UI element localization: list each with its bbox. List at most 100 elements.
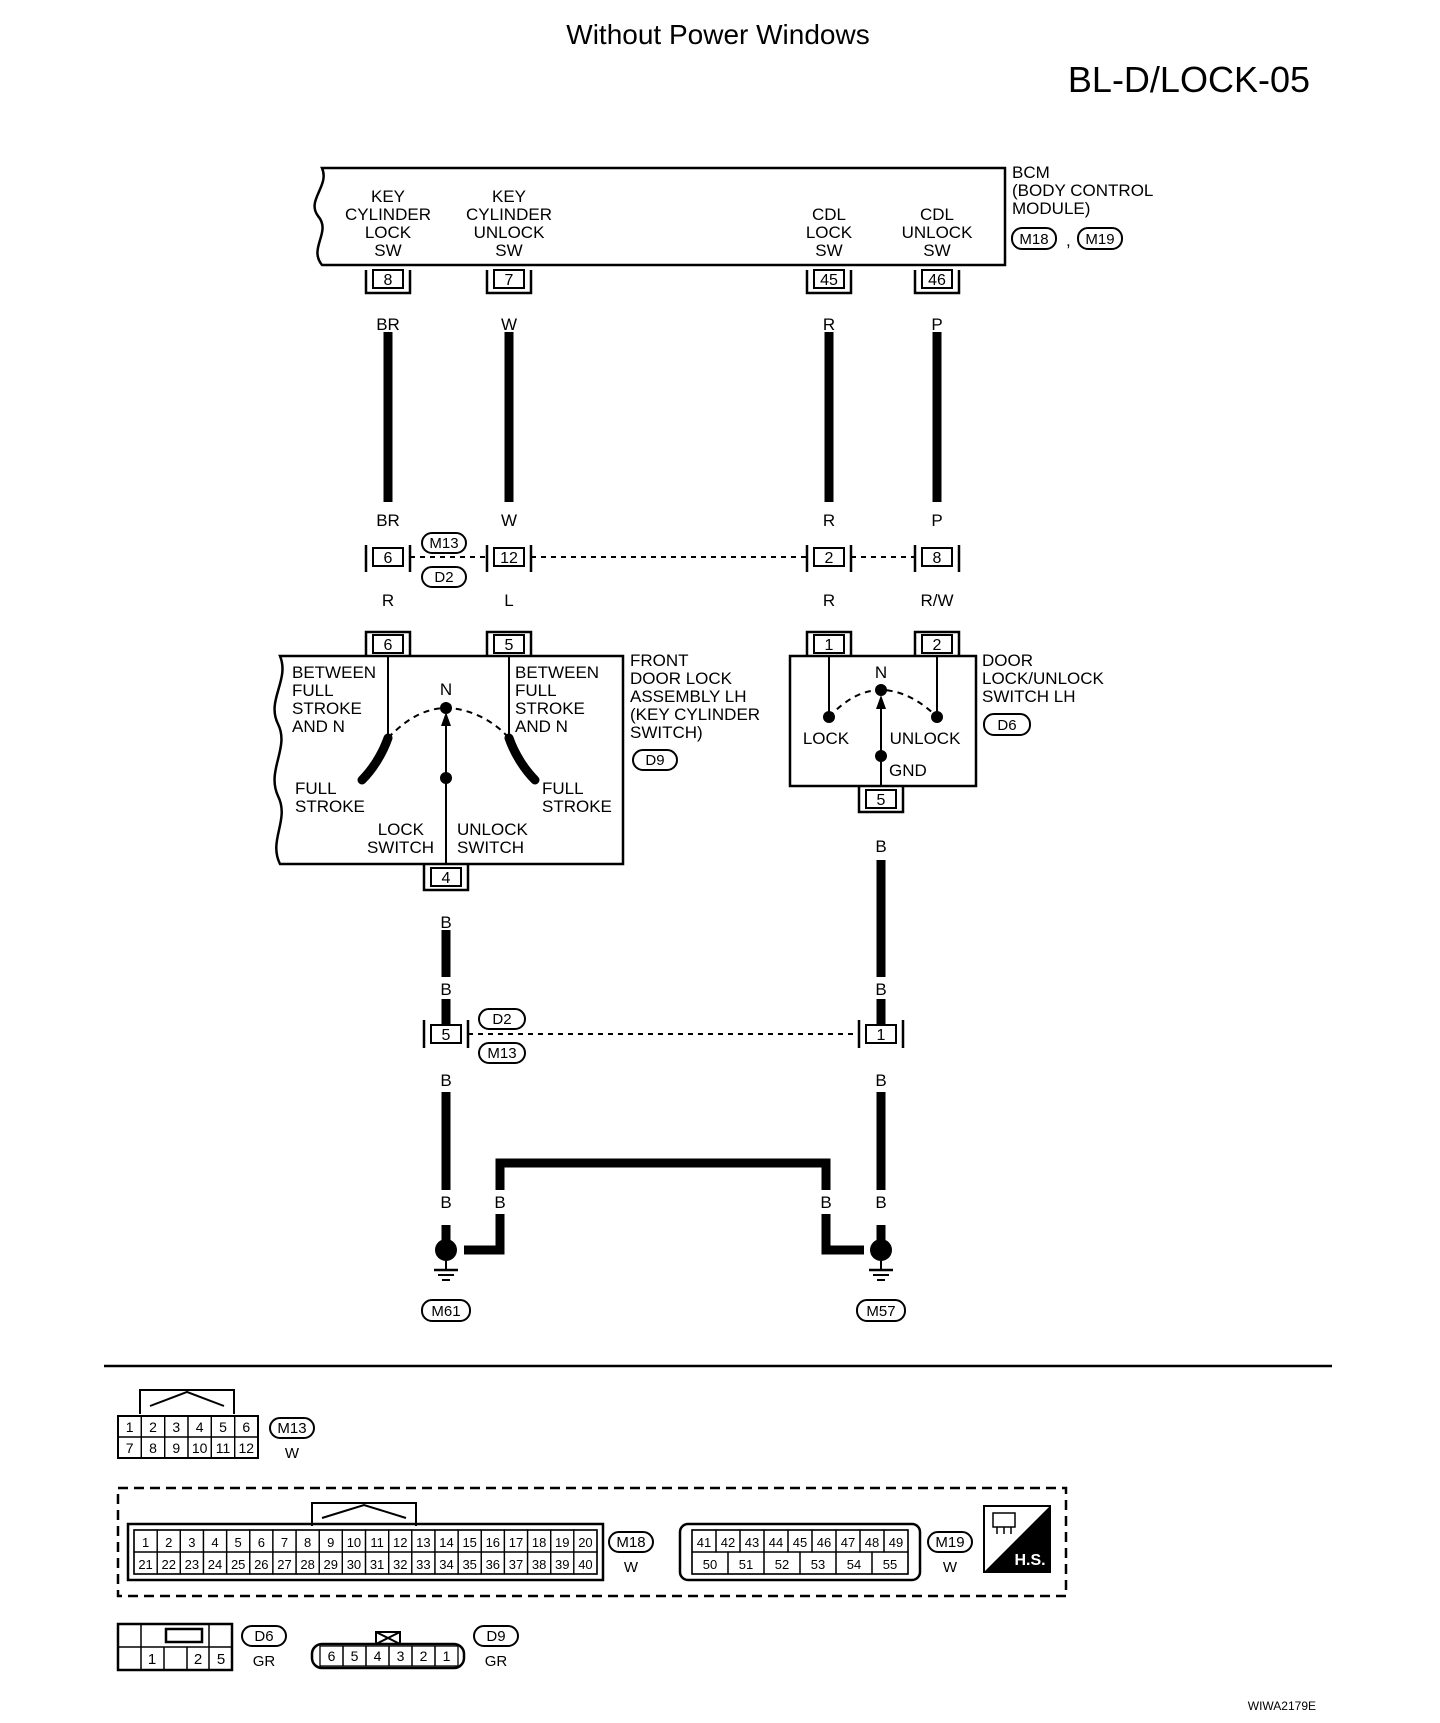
- terminal-label-line: SW: [923, 241, 950, 260]
- cell-number: 45: [793, 1535, 807, 1550]
- between-label: AND N: [292, 717, 345, 736]
- connector-label-m19: M19: [1085, 231, 1114, 248]
- between-label: FULL: [292, 681, 334, 700]
- switch-title-line: SWITCH LH: [982, 687, 1076, 706]
- bcm-terminal-cdl-unlock: CDL UNLOCK SW: [902, 205, 974, 260]
- wire-color-label: B: [875, 837, 886, 856]
- wire-color-label: B: [440, 1193, 451, 1212]
- ground-symbol-left: M61: [421, 1239, 471, 1322]
- cell-number: 44: [769, 1535, 783, 1550]
- pin-number: 5: [505, 637, 514, 654]
- connector-id: D6: [254, 1628, 273, 1645]
- wire-color-label: R/W: [920, 591, 953, 610]
- cell-number: 24: [208, 1557, 222, 1572]
- pin-number: 8: [933, 550, 942, 567]
- connector-oval: [478, 1042, 526, 1064]
- pin-number: 7: [505, 272, 514, 289]
- cell-number: 6: [242, 1419, 250, 1435]
- cell-number: 50: [703, 1557, 717, 1572]
- cell-number: 2: [165, 1535, 172, 1550]
- connector-id: M13: [277, 1420, 306, 1437]
- lock-label: LOCK: [803, 729, 850, 748]
- cell-number: 3: [188, 1535, 195, 1550]
- terminal-label-line: SW: [495, 241, 522, 260]
- switch-box: [788, 654, 978, 788]
- lock-switch-label: LOCK: [378, 820, 425, 839]
- cell-number: 11: [370, 1535, 384, 1550]
- wire-color-label: B: [440, 913, 451, 932]
- connector-oval: [478, 1008, 526, 1030]
- switch-pin: 5: [485, 630, 533, 656]
- cell-number: 48: [865, 1535, 879, 1550]
- connector-color: W: [285, 1445, 300, 1462]
- bcm-terminal-cdl-lock: CDL LOCK SW: [806, 205, 853, 260]
- cell-number: 11: [216, 1440, 231, 1456]
- cell-number: 21: [138, 1557, 152, 1572]
- terminal-label-line: UNLOCK: [902, 223, 974, 242]
- wire-color-label: B: [820, 1193, 831, 1212]
- unlock-switch-label: UNLOCK: [457, 820, 529, 839]
- switch-title-line: FRONT: [630, 651, 689, 670]
- cell-number: 19: [555, 1535, 569, 1550]
- terminal-label-line: LOCK: [806, 223, 853, 242]
- pin-number: 2: [825, 550, 834, 567]
- switch-pin: 6: [364, 630, 412, 656]
- cell-number: 46: [817, 1535, 831, 1550]
- cell-number: 9: [172, 1440, 180, 1456]
- cell-number: 15: [462, 1535, 476, 1550]
- terminal-label-line: CYLINDER: [345, 205, 431, 224]
- cell-number: 39: [555, 1557, 569, 1572]
- cell-number: 28: [300, 1557, 314, 1572]
- gnd-label: GND: [889, 761, 927, 780]
- cell-number: 4: [374, 1648, 382, 1664]
- cell-number: 51: [739, 1557, 753, 1572]
- switch-title-line: LOCK/UNLOCK: [982, 669, 1105, 688]
- diagram-subtitle: Without Power Windows: [566, 19, 869, 50]
- unlock-label: UNLOCK: [890, 729, 962, 748]
- connector-label-m13: M13: [487, 1045, 516, 1062]
- cell-number: 6: [328, 1648, 336, 1664]
- cell-number: 16: [486, 1535, 500, 1550]
- neutral-label: N: [440, 680, 452, 699]
- cell-number: 40: [578, 1557, 592, 1572]
- ground-label-m57: M57: [866, 1303, 895, 1320]
- connector-id: D9: [486, 1628, 505, 1645]
- full-stroke-label: STROKE: [295, 797, 365, 816]
- cell-number: 6: [258, 1535, 265, 1550]
- neutral-dot: [440, 702, 452, 714]
- wire-color-label: B: [440, 1071, 451, 1090]
- cell-number: 30: [347, 1557, 361, 1572]
- cell-number: 2: [149, 1419, 157, 1435]
- cell-number: 12: [239, 1440, 255, 1456]
- cell-number: 10: [347, 1535, 361, 1550]
- full-stroke-label: FULL: [295, 779, 337, 798]
- cell-number: 33: [416, 1557, 430, 1572]
- cell-number: 13: [416, 1535, 430, 1550]
- wire-switch-to-joint: [441, 860, 886, 1030]
- connector-oval: [1011, 227, 1057, 250]
- joint-pin: 8: [913, 545, 961, 572]
- connector-label-d2: D2: [434, 569, 453, 586]
- cell-number: 17: [509, 1535, 523, 1550]
- wire-color-label: B: [494, 1193, 505, 1212]
- connector-id: M19: [935, 1534, 964, 1551]
- pin-number: 8: [384, 272, 393, 289]
- wire-color-label: R: [823, 315, 835, 334]
- wire-color-label: R: [823, 511, 835, 530]
- lock-switch-label: SWITCH: [367, 838, 434, 857]
- cell-number: 53: [811, 1557, 825, 1572]
- cell: [233, 1436, 259, 1459]
- between-label: FULL: [515, 681, 557, 700]
- full-stroke-label: STROKE: [542, 797, 612, 816]
- switch-pin: 5: [857, 786, 905, 814]
- terminal-label-line: KEY: [371, 187, 405, 206]
- cell-number: 2: [420, 1648, 428, 1664]
- cell-number: 7: [126, 1440, 134, 1456]
- connector-color: GR: [253, 1653, 276, 1670]
- switch-title-line: SWITCH): [630, 723, 703, 742]
- cell-number: 4: [211, 1535, 218, 1550]
